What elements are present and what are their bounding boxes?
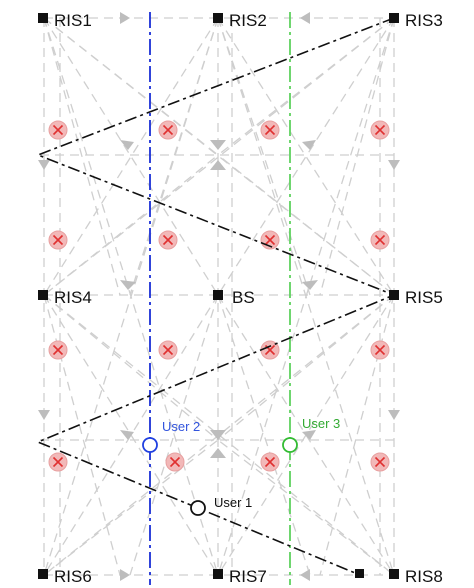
blockage-cross: [169, 456, 181, 468]
node-bs: BS: [213, 288, 255, 307]
blockage-marker: [370, 120, 390, 140]
node-ris1: RIS1: [38, 11, 92, 30]
node-ris5: RIS5: [389, 288, 443, 307]
node-ris2: RIS2: [213, 11, 267, 30]
user3-label: User 3: [302, 416, 340, 431]
blockage-cross: [52, 234, 64, 246]
blockage-cross: [374, 344, 386, 356]
blockage-cross: [264, 344, 276, 356]
blockage-cross: [162, 124, 174, 136]
ris1-marker: [38, 13, 48, 23]
user3: User 3: [282, 416, 340, 453]
ris1-label: RIS1: [54, 11, 92, 30]
ris6-marker: [38, 569, 48, 579]
blockage-marker: [48, 120, 68, 140]
link-arrowheads: [38, 12, 400, 581]
node-ris8: RIS8: [355, 567, 443, 586]
user-layer: User 1 User 2 User 3: [142, 416, 340, 516]
bs-marker: [213, 290, 223, 300]
user2-label: User 2: [162, 419, 200, 434]
ris6-label: RIS6: [54, 567, 92, 586]
blockage-marker: [370, 230, 390, 250]
blockage-marker: [48, 452, 68, 472]
blockage-marker: [370, 452, 390, 472]
blockage-cross: [52, 456, 64, 468]
blockage-marker: [158, 340, 178, 360]
user2: User 2: [142, 419, 200, 453]
blockage-cross: [374, 234, 386, 246]
ris3-marker: [389, 13, 399, 23]
node-ris6: RIS6: [38, 567, 92, 586]
user1-marker: [190, 500, 206, 516]
ris2-marker: [213, 13, 223, 23]
blockage-markers: [48, 120, 390, 472]
user1-label: User 1: [214, 495, 252, 510]
blockage-cross: [374, 456, 386, 468]
ris2-label: RIS2: [229, 11, 267, 30]
bs-label: BS: [232, 288, 255, 307]
ris8-marker: [389, 569, 399, 579]
node-ris3: RIS3: [389, 11, 443, 30]
blockage-cross: [264, 124, 276, 136]
blockage-marker: [48, 230, 68, 250]
user3-marker: [282, 437, 298, 453]
blockage-marker: [158, 120, 178, 140]
blockage-cross: [264, 456, 276, 468]
ris7-label: RIS7: [229, 567, 267, 586]
blockage-marker: [260, 452, 280, 472]
ris7-marker: [213, 569, 223, 579]
blockage-cross: [374, 124, 386, 136]
node-layer: RIS1 RIS2 RIS3 RIS4 BS RIS5 RIS6 RIS7: [38, 11, 443, 586]
node-ris4: RIS4: [38, 288, 92, 307]
link-mesh: [40, 17, 400, 576]
ris8-label: RIS8: [405, 567, 443, 586]
blockage-marker: [48, 340, 68, 360]
ris5-marker: [389, 290, 399, 300]
blockage-cross: [52, 344, 64, 356]
blockage-marker: [370, 340, 390, 360]
node-ris7: RIS7: [213, 567, 267, 586]
blockage-cross: [162, 234, 174, 246]
blockage-cross: [264, 234, 276, 246]
blockage-marker: [165, 452, 185, 472]
user2-marker: [142, 437, 158, 453]
blockage-marker: [260, 120, 280, 140]
blockage-cross: [52, 124, 64, 136]
ris3-label: RIS3: [405, 11, 443, 30]
user1: User 1: [190, 495, 252, 516]
ris5-label: RIS5: [405, 288, 443, 307]
ris8-marker-small: [355, 569, 364, 578]
ris4-marker: [38, 290, 48, 300]
blockage-marker: [158, 230, 178, 250]
blockage-cross: [162, 344, 174, 356]
ris4-label: RIS4: [54, 288, 92, 307]
